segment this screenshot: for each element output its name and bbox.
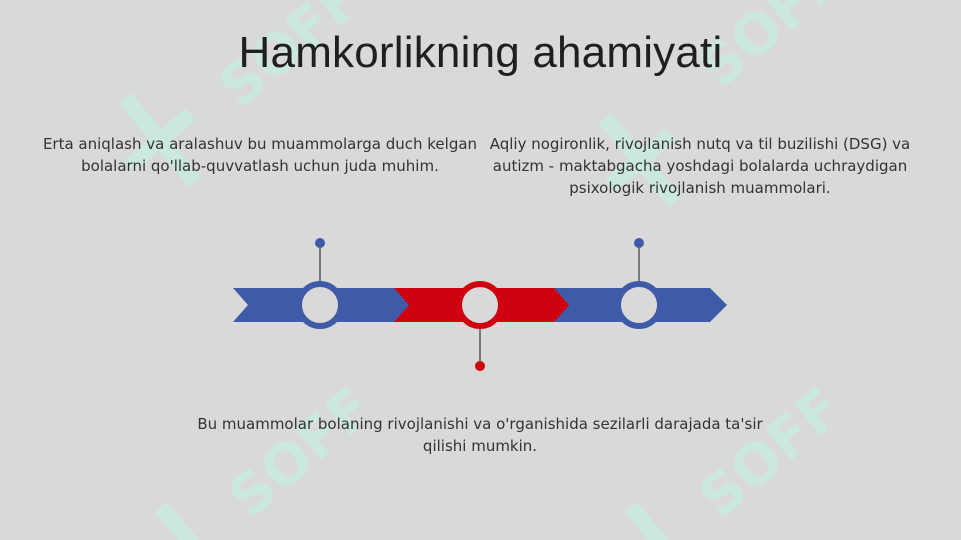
ring-marker-2 xyxy=(456,281,504,329)
point-text-1: Erta aniqlash va aralashuv bu muammolarg… xyxy=(42,135,478,175)
ring-marker-1 xyxy=(296,281,344,329)
watermark-logo-icon xyxy=(599,113,681,207)
connector-dot-3 xyxy=(634,238,644,248)
watermark-logo-icon xyxy=(155,503,205,540)
watermark-logo-icon xyxy=(119,93,201,187)
connector-dot-1 xyxy=(315,238,325,248)
point-text-2: Aqliy nogironlik, rivojlanish nutq va ti… xyxy=(489,135,911,197)
point-text-3: Bu muammolar bolaning rivojlanishi va o'… xyxy=(197,415,763,455)
watermark-logo-icon xyxy=(625,503,675,540)
connector-dot-2 xyxy=(475,361,485,371)
slide-title: Hamkorlikning ahamiyati xyxy=(238,28,723,77)
ring-marker-3 xyxy=(615,281,663,329)
